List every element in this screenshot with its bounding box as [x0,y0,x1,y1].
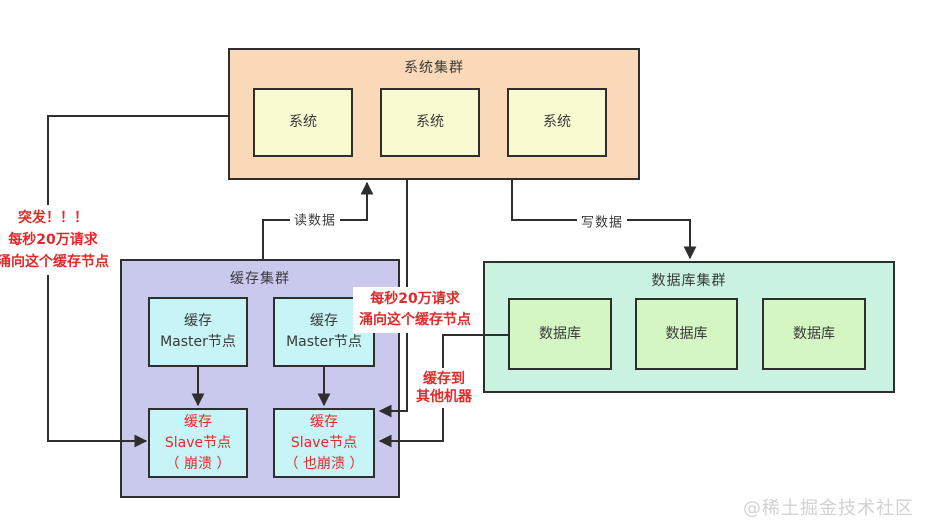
burst-requests-edge [47,115,228,448]
cache-slave-node-2-label-line-1: 缓存 [310,413,338,430]
database-node-2: 数据库 [635,298,738,370]
cache-master-node-2-label-line-2: Master节点 [286,334,362,350]
cache-slave-node-1-label-line-1: 缓存 [184,413,212,430]
watermark: @稀土掘金技术社区 [743,498,914,519]
database-node-1: 数据库 [508,298,612,370]
database-node-1-label-line-1: 数据库 [539,325,581,342]
cache-master-node-1: 缓存 Master节点 [148,297,248,367]
cache-master-node-1-label-line-1: 缓存 [184,313,212,329]
cache-slave-node-2-label-line-3: （ 也崩溃 ） [284,455,364,472]
cache-cluster-label: 缓存集群 [230,271,290,287]
cache-slave-node-2-label-line-2: Slave节点 [290,434,358,451]
database-node-3: 数据库 [762,298,866,370]
cache-master-node-1-label-line-2: Master节点 [160,334,236,350]
cache-master-node-2-label-line-1: 缓存 [310,313,338,329]
cache-slave-node-1-label-line-3: （ 崩溃 ） [165,455,231,472]
write-data-edge [511,180,697,260]
requests-flood-edge [378,180,408,418]
database-cluster-label: 数据库集群 [651,273,727,289]
system-node-1: 系统 [253,88,353,157]
system-node-3: 系统 [507,88,607,157]
system-node-2: 系统 [380,88,480,157]
database-node-2-label-line-1: 数据库 [665,325,708,342]
cache-slave-node-2: 缓存 Slave节点 （ 也崩溃 ） [273,408,375,478]
read-data-edge [262,181,374,259]
cache-to-other-machine-edge [378,334,510,448]
cache-slave-node-1-label-line-2: Slave节点 [164,434,232,451]
system-cluster: 系统集群系统 系统 系统 [228,48,640,180]
system-node-2-label-line-1: 系统 [416,114,444,130]
system-node-1-label-line-1: 系统 [289,114,317,130]
system-node-3-label-line-1: 系统 [543,114,571,130]
database-cluster: 数据库集群数据库 数据库 数据库 [483,261,895,393]
database-node-3-label-line-1: 数据库 [793,325,835,342]
system-cluster-label: 系统集群 [404,60,464,76]
cache-slave-node-1: 缓存 Slave节点 （ 崩溃 ） [148,408,248,478]
